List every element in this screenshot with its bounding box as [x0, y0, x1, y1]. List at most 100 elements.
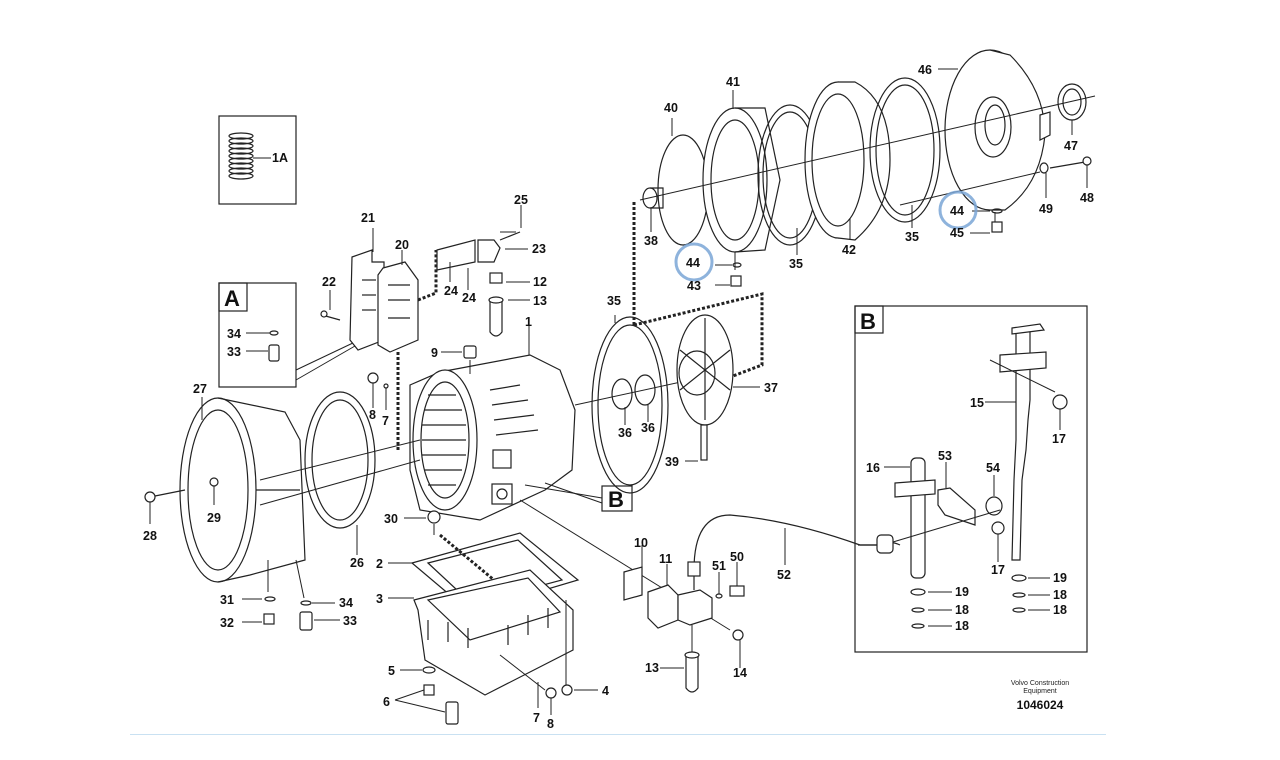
callout-1: 1 [525, 315, 532, 329]
callout-36-right: 36 [641, 421, 655, 435]
manufacturer-credit: Volvo Construction Equipment [1010, 680, 1070, 695]
bracket-53-part [937, 462, 976, 526]
callout-18-r2: 18 [1053, 603, 1067, 617]
cover-46-part [938, 49, 1051, 234]
callout-40: 40 [664, 101, 678, 115]
callout-44-right: 44 [950, 204, 964, 218]
callout-9: 9 [431, 346, 438, 360]
callout-32: 32 [220, 616, 234, 630]
callout-52: 52 [777, 568, 791, 582]
callout-15: 15 [970, 396, 984, 410]
callout-2: 2 [376, 557, 383, 571]
plug-30-part [404, 510, 501, 587]
oil-pan-part [388, 569, 598, 725]
callout-49: 49 [1039, 202, 1053, 216]
callout-36-left: 36 [618, 426, 632, 440]
callout-33: 33 [343, 614, 357, 628]
callout-47: 47 [1064, 139, 1078, 153]
callout-29: 29 [207, 511, 221, 525]
clutch-41-part [702, 90, 781, 287]
highlight-circle-44-right [938, 190, 978, 230]
callout-14: 14 [733, 666, 747, 680]
gasket-35-part [574, 315, 691, 494]
callout-24-right: 24 [462, 291, 476, 305]
callout-12: 12 [533, 275, 547, 289]
gasket-35-right-part [869, 77, 941, 228]
spring-pack-part [228, 132, 254, 180]
callout-3: 3 [376, 592, 383, 606]
transmission-housing-part [409, 318, 576, 521]
callout-35-middle: 35 [607, 294, 621, 308]
detail-box-1a [218, 115, 297, 205]
callout-25: 25 [514, 193, 528, 207]
highlight-circle-44-left [674, 242, 714, 282]
callout-8-bottom: 8 [547, 717, 554, 731]
callout-19-left: 19 [955, 585, 969, 599]
callout-34-detail-a: 34 [227, 327, 241, 341]
callout-35-right: 35 [905, 230, 919, 244]
callout-box-b: B [860, 309, 876, 334]
callout-b-pointer: B [608, 487, 624, 512]
top-assembly-parts [639, 49, 1096, 287]
callout-35-top: 35 [789, 257, 803, 271]
callout-33-detail-a: 33 [227, 345, 241, 359]
callout-38: 38 [644, 234, 658, 248]
callout-6: 6 [383, 695, 390, 709]
bolt-48-49-part [1039, 156, 1092, 198]
callout-17-top: 17 [1052, 432, 1066, 446]
callout-46: 46 [918, 63, 932, 77]
callout-18-r1: 18 [1053, 588, 1067, 602]
snap-ring-40-part [657, 118, 709, 246]
callout-43: 43 [687, 279, 701, 293]
callout-18-l2: 18 [955, 619, 969, 633]
filter-bracket-part [436, 205, 530, 337]
callout-48: 48 [1080, 191, 1094, 205]
detail-b-callout [524, 482, 633, 512]
callout-18-l1: 18 [955, 603, 969, 617]
callout-30: 30 [384, 512, 398, 526]
callout-51: 51 [712, 559, 726, 573]
callout-50: 50 [730, 550, 744, 564]
callout-42: 42 [842, 243, 856, 257]
callout-54: 54 [986, 461, 1000, 475]
callout-53: 53 [938, 449, 952, 463]
callout-7-top: 7 [382, 414, 389, 428]
callout-4: 4 [602, 684, 609, 698]
seal-47-part [1057, 83, 1087, 135]
callout-28: 28 [143, 529, 157, 543]
valve-body-part [320, 228, 438, 450]
bolt-17-lower-part [991, 521, 1005, 562]
callout-39: 39 [665, 455, 679, 469]
callout-31: 31 [220, 593, 234, 607]
callout-44-left: 44 [686, 256, 700, 270]
callout-17-bottom: 17 [991, 563, 1005, 577]
callout-box-a: A [224, 286, 240, 311]
gasket-26-part [304, 391, 376, 555]
oil-pump-part [632, 200, 764, 462]
callout-13-bottom: 13 [645, 661, 659, 675]
drum-42-part [804, 81, 891, 241]
callout-21: 21 [361, 211, 375, 225]
dipstick-tube-15-part [985, 323, 1068, 613]
callout-19-right: 19 [1053, 571, 1067, 585]
callout-26: 26 [350, 556, 364, 570]
grommet-54-part [985, 475, 1003, 516]
callout-37: 37 [764, 381, 778, 395]
detail-box-b [854, 305, 1088, 653]
callout-34: 34 [339, 596, 353, 610]
filter-head-part [519, 499, 880, 693]
callout-20: 20 [395, 238, 409, 252]
housing-splines [422, 394, 466, 486]
callout-24-left: 24 [444, 284, 458, 298]
converter-housing-part [144, 397, 421, 631]
callout-7-bottom: 7 [533, 711, 540, 725]
detail-box-a [218, 282, 356, 388]
callout-labels: 1A A B B 1 2 3 4 5 6 7 7 8 8 9 10 11 12 … [143, 63, 1094, 731]
tube-16-part [884, 457, 952, 629]
callout-41: 41 [726, 75, 740, 89]
callout-27: 27 [193, 382, 207, 396]
callout-8-top: 8 [369, 408, 376, 422]
footer-divider [130, 734, 1106, 735]
callout-23: 23 [532, 242, 546, 256]
